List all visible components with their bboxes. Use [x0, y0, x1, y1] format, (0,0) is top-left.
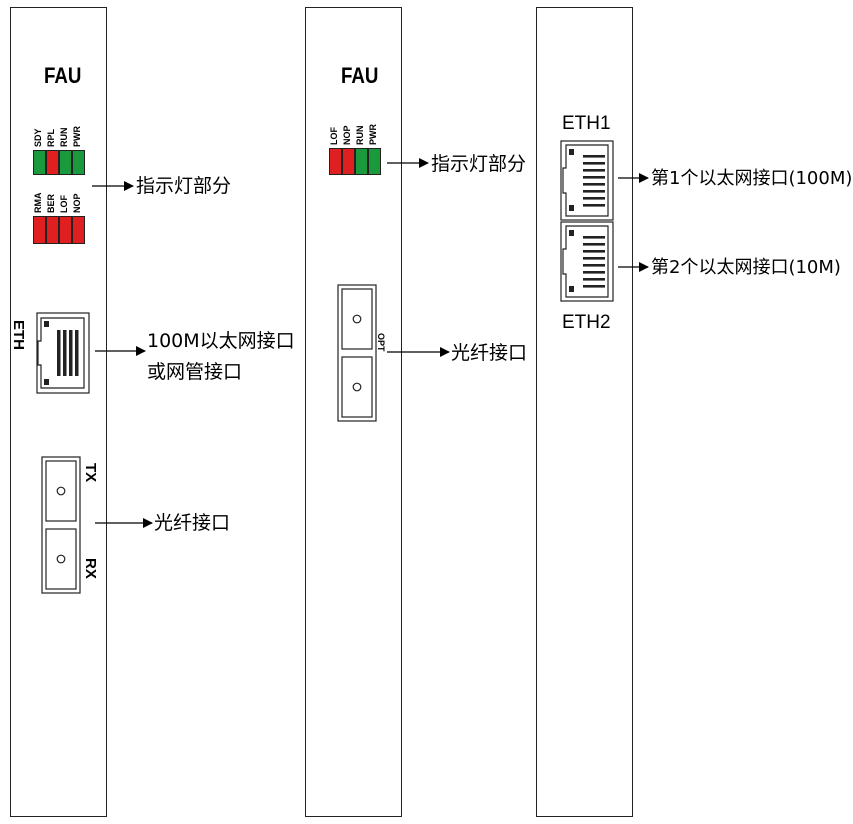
led-run-2	[355, 148, 368, 175]
panel1-title: FAU	[44, 63, 82, 88]
panel1-tx-label: TX	[82, 463, 99, 483]
eth2-callout: 第2个以太网接口(10M)	[651, 257, 841, 278]
led-label-sdy: SDY	[33, 128, 43, 147]
led-label-lof: LOF	[59, 195, 69, 213]
led-label-nop-2: NOP	[342, 125, 352, 145]
led-label-ber: BER	[46, 193, 56, 213]
led-rpl	[46, 150, 59, 175]
led-label-run-2: RUN	[355, 125, 365, 146]
board-panel-fau-1	[10, 7, 107, 817]
led-nop	[72, 216, 85, 244]
led-lof-2	[329, 148, 342, 175]
eth1-label: ETH1	[562, 113, 611, 134]
panel2-fiber-callout: 光纤接口	[451, 342, 528, 364]
board-panel-fau-2	[305, 7, 402, 817]
led-label-run: RUN	[59, 127, 69, 148]
led-nop-2	[342, 148, 355, 175]
panel1-rx-label: RX	[82, 558, 99, 579]
panel1-led-callout: 指示灯部分	[136, 175, 232, 197]
led-pwr-2	[368, 148, 381, 175]
led-ber	[46, 216, 59, 244]
panel1-eth-callout-line2: 或网管接口	[147, 361, 243, 383]
led-label-rpl: RPL	[46, 129, 56, 147]
led-label-pwr: PWR	[72, 126, 82, 147]
led-label-nop: NOP	[72, 193, 82, 213]
led-pwr	[72, 150, 85, 175]
led-lof	[59, 216, 72, 244]
led-label-rma: RMA	[33, 192, 43, 214]
panel1-eth-label: ETH	[10, 320, 27, 350]
panel1-eth-callout-line1: 100M以太网接口	[147, 330, 295, 352]
panel2-led-callout: 指示灯部分	[431, 153, 527, 175]
eth2-label: ETH2	[562, 312, 611, 333]
panel1-fiber-callout: 光纤接口	[154, 512, 231, 534]
led-sdy	[33, 150, 46, 175]
led-rma	[33, 216, 46, 244]
led-label-pwr-2: PWR	[368, 124, 378, 145]
eth1-callout: 第1个以太网接口(100M)	[651, 168, 853, 189]
led-label-lof-2: LOF	[329, 127, 339, 145]
led-run	[59, 150, 72, 175]
panel2-title: FAU	[341, 63, 379, 88]
panel2-opt-label: OPT	[376, 333, 386, 352]
